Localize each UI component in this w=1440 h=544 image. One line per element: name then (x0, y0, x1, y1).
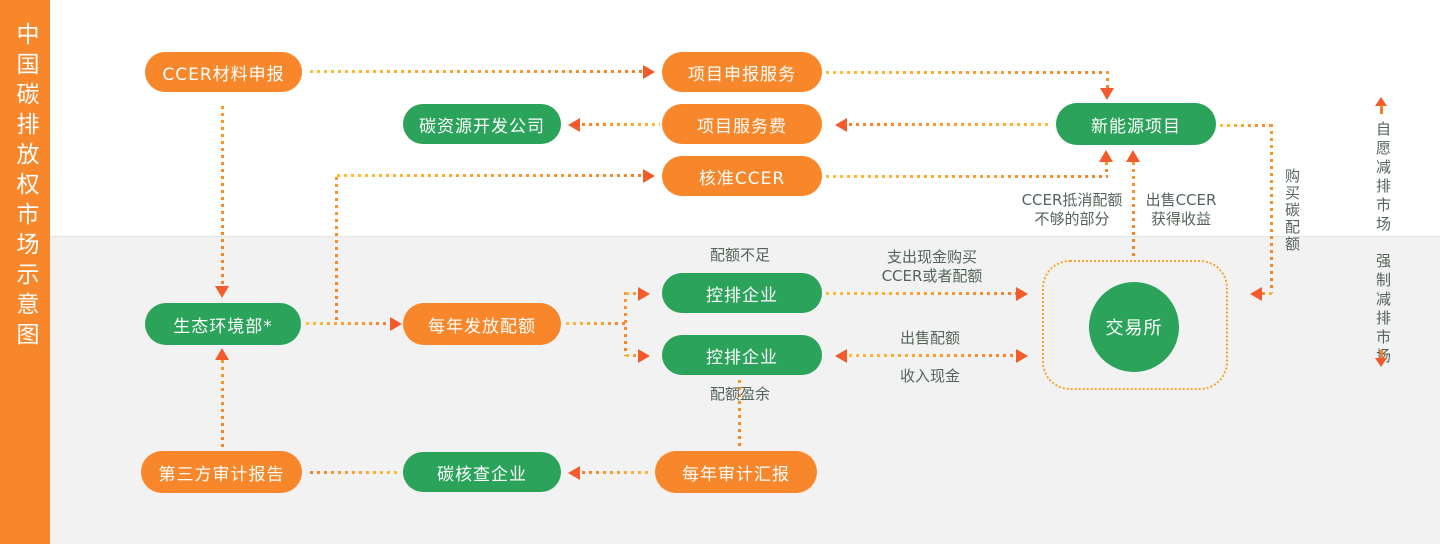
down-arrow-icon (1380, 350, 1383, 359)
label-sell-ccer: 出售CCER 获得收益 (1146, 191, 1217, 229)
node-label: 碳资源开发公司 (419, 116, 545, 137)
label-ccer-offset: CCER抵消配额 不够的部分 (1022, 191, 1123, 229)
node-annual-audit-report: 每年审计汇报 (655, 451, 817, 493)
down-arrow-icon (1375, 358, 1387, 367)
edge-surplus-exchange (849, 354, 1016, 357)
edge-apply-to-newenergy (826, 71, 1109, 74)
up-arrow-icon (1375, 97, 1387, 106)
edge-apply-to-newenergy-drop (1106, 71, 1109, 88)
arrowhead-icon (1100, 88, 1114, 100)
edge-material-to-apply (310, 70, 643, 73)
label-voluntary-market: 自愿减排市场 (1374, 121, 1392, 235)
node-carbon-verification-company: 碳核查企业 (403, 452, 561, 492)
node-label: 新能源项目 (1091, 116, 1181, 137)
node-project-service-fee: 项目服务费 (662, 104, 822, 144)
arrowhead-icon (1016, 287, 1028, 301)
arrowhead-icon (638, 287, 650, 301)
node-third-party-audit-report: 第三方审计报告 (141, 451, 302, 493)
label-pay-cash: 支出现金购买 CCER或者配额 (882, 248, 983, 286)
arrowhead-icon (638, 349, 650, 363)
node-project-apply-service: 项目申报服务 (662, 52, 822, 92)
edge-ministry-to-quota (306, 322, 390, 325)
arrowhead-icon (215, 348, 229, 360)
node-label: 核准CCER (698, 168, 786, 189)
edge-quota-fork-vertical (624, 292, 627, 356)
edge-ministry-to-ccer (337, 174, 643, 177)
edge-newenergy-buy-top (1220, 124, 1272, 127)
node-label: 每年发放配额 (428, 316, 536, 337)
up-arrow-icon (1380, 105, 1383, 114)
edge-newenergy-buy-stub (1262, 292, 1273, 295)
edge-quota-fork-bottom (626, 354, 640, 357)
label-pay-cash-line1: 支出现金购买 (886, 248, 978, 266)
node-label: 第三方审计报告 (158, 464, 285, 485)
label-ccer-offset-line1: CCER抵消配额 (1021, 191, 1123, 209)
arrowhead-icon (835, 118, 847, 132)
arrowhead-icon (1016, 349, 1028, 363)
edge-audit-to-verify (582, 471, 652, 474)
label-quota-surplus: 配额盈余 (709, 385, 771, 403)
edge-short-to-exchange (826, 292, 1016, 295)
diagram-title: 中国碳排放权市场示意图 (12, 22, 38, 352)
label-buy-quota: 购买碳配额 (1283, 168, 1301, 253)
node-controlled-enterprise-surplus: 控排企业 (662, 335, 822, 375)
edge-ministry-branch-vertical (335, 177, 338, 323)
edge-verify-to-report (310, 471, 398, 474)
node-label: 碳核查企业 (437, 464, 527, 485)
title-sidebar: 中国碳排放权市场示意图 (0, 0, 50, 544)
node-label: 项目服务费 (697, 116, 787, 137)
label-mandatory-market: 强制减排市场 (1374, 253, 1392, 367)
edge-ccer-to-newenergy (826, 175, 1108, 178)
node-carbon-dev-company: 碳资源开发公司 (403, 104, 561, 144)
arrowhead-icon (568, 118, 580, 132)
exchange-boundary-box (1042, 260, 1228, 390)
arrowhead-icon (835, 349, 847, 363)
edge-quota-fork-stem (566, 322, 626, 325)
edge-fee-to-devco (582, 123, 660, 126)
edge-audit-to-ministry (221, 360, 224, 448)
node-controlled-enterprise-short: 控排企业 (662, 273, 822, 313)
label-ccer-offset-line2: 不够的部分 (1034, 210, 1110, 228)
node-label: 交易所 (1105, 318, 1163, 339)
label-sell-ccer-line2: 获得收益 (1150, 210, 1212, 228)
node-exchange: 交易所 (1089, 282, 1179, 372)
arrowhead-icon (1099, 150, 1113, 162)
edge-quota-fork-top (626, 292, 640, 295)
label-pay-cash-line2: CCER或者配额 (881, 267, 983, 285)
label-sell-ccer-line1: 出售CCER (1145, 191, 1217, 209)
node-label: 控排企业 (706, 285, 778, 306)
arrowhead-icon (1250, 287, 1262, 301)
edge-surplus-to-audit (738, 380, 741, 448)
node-label: 生态环境部* (173, 316, 273, 337)
edge-newenergy-buy-vertical (1270, 124, 1273, 293)
edge-ccer-to-newenergy-rise (1105, 162, 1108, 176)
arrowhead-icon (215, 286, 229, 298)
node-ministry-ecology: 生态环境部* (145, 303, 301, 345)
edge-exchange-to-newenergy (1132, 162, 1135, 259)
label-sell-quota: 出售配额 (899, 329, 961, 347)
node-approved-ccer: 核准CCER (662, 156, 822, 196)
arrowhead-icon (568, 466, 580, 480)
arrowhead-icon (643, 169, 655, 183)
node-label: 每年审计汇报 (682, 464, 790, 485)
edge-material-to-ministry (221, 106, 224, 286)
arrowhead-icon (643, 65, 655, 79)
node-new-energy-project: 新能源项目 (1056, 103, 1216, 145)
label-receive-cash: 收入现金 (899, 367, 961, 385)
label-quota-shortage: 配额不足 (709, 246, 771, 264)
edge-newenergy-to-fee (849, 123, 1052, 126)
node-annual-quota-issue: 每年发放配额 (403, 303, 561, 345)
node-label: 控排企业 (706, 347, 778, 368)
arrowhead-icon (390, 317, 402, 331)
node-label: 项目申报服务 (688, 64, 796, 85)
node-label: CCER材料申报 (162, 64, 285, 85)
node-ccer-material: CCER材料申报 (145, 52, 302, 92)
arrowhead-icon (1126, 150, 1140, 162)
